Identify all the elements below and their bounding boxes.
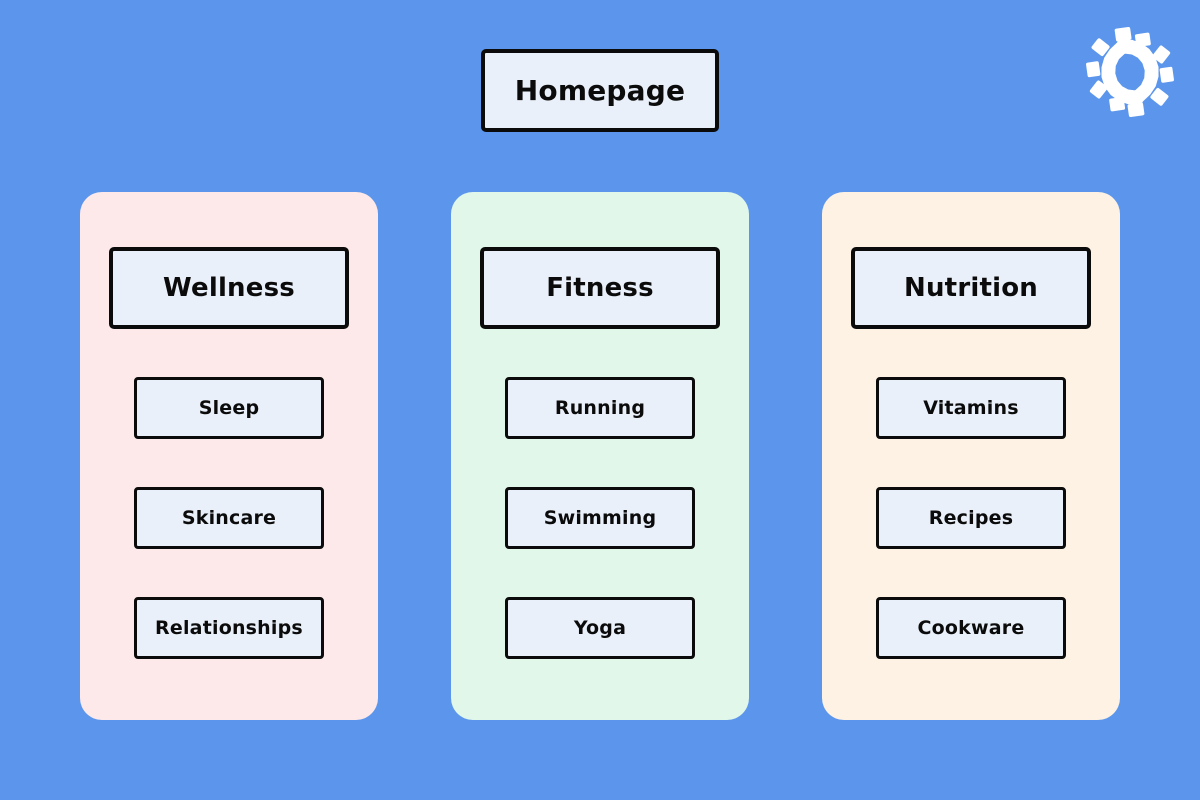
node-item-relationships[interactable]: Relationships xyxy=(134,597,324,659)
category-card-wellness: Wellness Sleep Skincare Relationships xyxy=(80,192,378,720)
node-item-yoga[interactable]: Yoga xyxy=(505,597,695,659)
root-node-row: Homepage xyxy=(0,49,1200,132)
node-item-vitamins[interactable]: Vitamins xyxy=(876,377,1066,439)
node-category-nutrition[interactable]: Nutrition xyxy=(851,247,1091,329)
node-item-running[interactable]: Running xyxy=(505,377,695,439)
node-homepage[interactable]: Homepage xyxy=(481,49,719,132)
node-category-wellness[interactable]: Wellness xyxy=(109,247,349,329)
double-gear-icon xyxy=(1082,26,1178,118)
node-item-sleep[interactable]: Sleep xyxy=(134,377,324,439)
category-card-fitness: Fitness Running Swimming Yoga xyxy=(451,192,749,720)
category-card-nutrition: Nutrition Vitamins Recipes Cookware xyxy=(822,192,1120,720)
node-item-skincare[interactable]: Skincare xyxy=(134,487,324,549)
node-category-fitness[interactable]: Fitness xyxy=(480,247,720,329)
category-columns: Wellness Sleep Skincare Relationships Fi… xyxy=(80,192,1120,720)
node-item-swimming[interactable]: Swimming xyxy=(505,487,695,549)
node-item-cookware[interactable]: Cookware xyxy=(876,597,1066,659)
node-item-recipes[interactable]: Recipes xyxy=(876,487,1066,549)
